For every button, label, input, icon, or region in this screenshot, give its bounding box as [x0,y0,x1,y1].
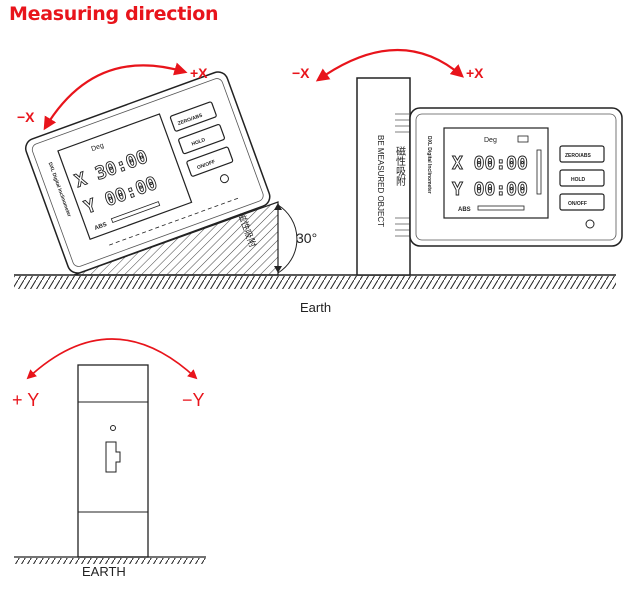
tilted-plus-x-label: +X [190,65,208,81]
upright-mode-label: ABS [458,207,471,213]
magnet-label: 磁性吸附 [394,145,406,187]
upright-rotation-arrow [315,48,464,82]
upright-button-power: ON/OFF [568,201,587,207]
upright-button-zero: ZERO/ABS [565,153,592,159]
tilted-mode-label: ABS [94,222,108,232]
plus-y-label: + Y [12,390,39,410]
tilted-minus-x-label: −X [17,109,35,125]
page-title: Measuring direction [9,3,219,25]
upright-y-reading: Y 00:00 [452,179,528,200]
upright-brand-label: DXL Digital Inclinometer [426,136,432,194]
tilted-unit-label: Deg [90,142,105,153]
ground-bottom [14,556,206,564]
ground-top [14,274,616,289]
side-view-device [77,364,149,558]
upright-plus-x-label: +X [466,65,484,81]
upright-inclinometer: DXL Digital Inclinometer Deg X 00:00 Y 0… [409,107,623,247]
upright-unit-label: Deg [484,137,497,144]
upright-minus-x-label: −X [292,65,310,81]
tilted-button-hold: HOLD [191,137,207,148]
earth-caps-label: EARTH [82,564,126,579]
minus-y-label: −Y [182,390,205,410]
earth-label: Earth [300,300,331,315]
tilted-rotation-arrow [43,62,188,131]
upright-x-reading: X 00:00 [452,153,528,174]
measured-object-label: BE MEASURED OBJECT [376,135,385,227]
angle-annotation [274,203,298,274]
upright-button-hold: HOLD [571,177,586,183]
measured-object [356,77,411,276]
y-rotation-arrow [26,338,198,380]
angle-label: 30° [296,230,317,246]
